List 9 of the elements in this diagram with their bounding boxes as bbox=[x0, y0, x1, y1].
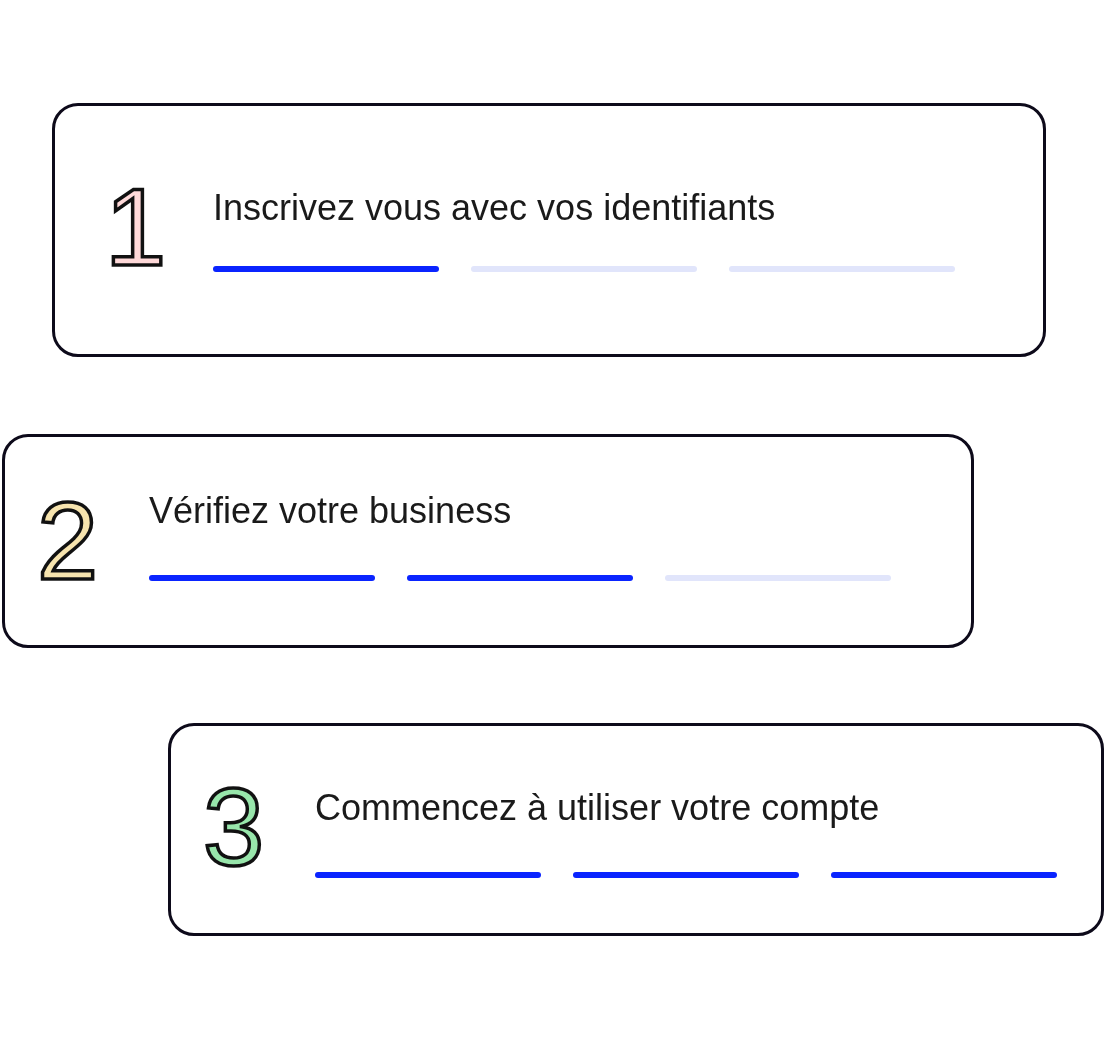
step-number: 2 bbox=[37, 486, 99, 596]
step-number: 3 bbox=[203, 772, 265, 882]
step-title: Commencez à utiliser votre compte bbox=[315, 786, 880, 830]
step-number: 1 bbox=[105, 172, 167, 282]
step-card bbox=[168, 723, 1104, 936]
step-title: Inscrivez vous avec vos identifiants bbox=[213, 186, 776, 230]
step-card bbox=[52, 103, 1046, 357]
step-card bbox=[2, 434, 974, 648]
step-title: Vérifiez votre business bbox=[149, 489, 512, 533]
